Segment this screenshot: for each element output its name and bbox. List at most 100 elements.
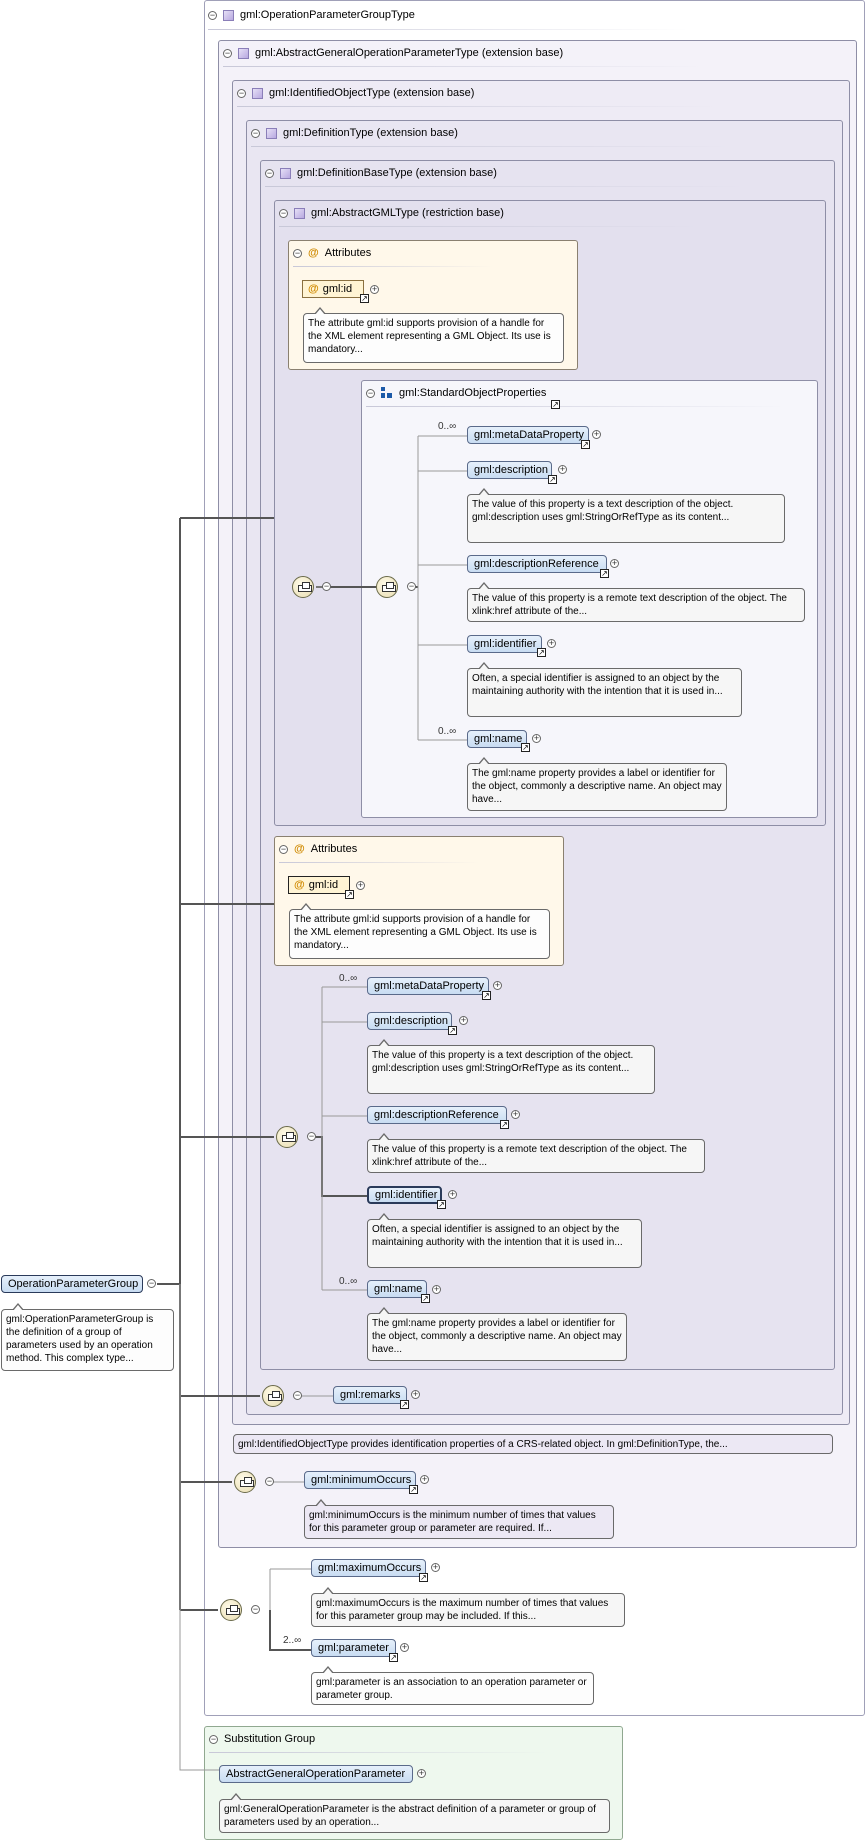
description-doc: The value of this property is a text des… [367, 1039, 655, 1094]
substitution-group-header: − Substitution Group [209, 1731, 549, 1753]
collapse-icon[interactable]: − [208, 9, 217, 20]
group-icon [381, 387, 393, 399]
element-parameter[interactable]: gml:parameter [311, 1639, 396, 1657]
reference-arrow-icon[interactable]: ↗ [581, 440, 590, 449]
collapse-icon[interactable]: − [279, 843, 288, 854]
maximum-occurs-doc: gml:maximumOccurs is the maximum number … [311, 1587, 625, 1627]
reference-arrow-icon[interactable]: ↗ [500, 1120, 509, 1129]
expand-icon[interactable]: + [511, 1109, 520, 1119]
reference-arrow-icon[interactable]: ↗ [537, 648, 546, 657]
reference-arrow-icon[interactable]: ↗ [600, 569, 609, 578]
reference-arrow-icon[interactable]: ↗ [482, 991, 491, 1000]
type-label: gml:IdentifiedObjectType (extension base… [269, 87, 475, 99]
element-remarks[interactable]: gml:remarks [333, 1386, 407, 1404]
collapse-icon[interactable]: − [147, 1278, 156, 1288]
type-label: gml:DefinitionType (extension base) [283, 127, 458, 139]
attributes-header: − @ Attributes [293, 245, 493, 267]
expand-icon[interactable]: + [356, 880, 365, 890]
root-element-operation-parameter-group[interactable]: OperationParameterGroup [1, 1275, 143, 1293]
collapse-icon[interactable]: − [322, 581, 331, 591]
collapse-icon[interactable]: − [265, 167, 274, 178]
operation-parameter-group-type-header: − gml:OperationParameterGroupType [208, 7, 688, 30]
expand-icon[interactable]: + [417, 1768, 426, 1778]
attribute-icon: @ [294, 843, 305, 855]
reference-arrow-icon[interactable]: ↗ [419, 1573, 428, 1582]
sequence-icon [376, 576, 398, 598]
collapse-icon[interactable]: − [251, 1604, 260, 1614]
cardinality-label: 0..∞ [339, 1276, 358, 1287]
definition-type-header: − gml:DefinitionType (extension base) [251, 125, 731, 147]
collapse-icon[interactable]: − [307, 1131, 316, 1141]
element-minimum-occurs[interactable]: gml:minimumOccurs [304, 1471, 416, 1489]
collapse-icon[interactable]: − [366, 387, 375, 398]
collapse-icon[interactable]: − [293, 1390, 302, 1400]
cardinality-label: 2..∞ [283, 1635, 302, 1646]
element-maximum-occurs[interactable]: gml:maximumOccurs [311, 1559, 426, 1577]
sequence-icon [234, 1471, 256, 1493]
reference-arrow-icon[interactable]: ↗ [548, 475, 557, 484]
reference-arrow-icon[interactable]: ↗ [400, 1400, 409, 1409]
expand-icon[interactable]: + [432, 1284, 441, 1294]
expand-icon[interactable]: + [610, 558, 619, 568]
abstract-general-operation-parameter-type-header: − gml:AbstractGeneralOperationParameterT… [223, 45, 703, 67]
attributes-header: − @ Attributes [279, 841, 479, 863]
expand-icon[interactable]: + [493, 980, 502, 990]
element-description-reference[interactable]: gml:descriptionReference [367, 1106, 507, 1124]
gml-id-attribute[interactable]: @ gml:id [288, 876, 350, 894]
reference-arrow-icon[interactable]: ↗ [360, 294, 369, 303]
element-meta-data-property[interactable]: gml:metaDataProperty [467, 426, 589, 444]
collapse-icon[interactable]: − [265, 1476, 274, 1486]
type-label: gml:DefinitionBaseType (extension base) [297, 167, 497, 179]
type-label: gml:AbstractGMLType (restriction base) [311, 207, 504, 219]
element-abstract-general-operation-parameter[interactable]: AbstractGeneralOperationParameter [219, 1765, 413, 1783]
expand-icon[interactable]: + [420, 1474, 429, 1484]
reference-arrow-icon[interactable]: ↗ [409, 1485, 418, 1494]
expand-icon[interactable]: + [459, 1015, 468, 1025]
gml-id-doc: The attribute gml:id supports provision … [289, 903, 550, 959]
expand-icon[interactable]: + [411, 1389, 420, 1399]
cardinality-label: 0..∞ [438, 421, 457, 432]
sequence-icon [276, 1126, 298, 1148]
attribute-icon: @ [308, 247, 319, 259]
collapse-icon[interactable]: − [209, 1733, 218, 1744]
identified-object-type-header: − gml:IdentifiedObjectType (extension ba… [237, 85, 717, 107]
type-label: gml:OperationParameterGroupType [240, 9, 415, 21]
reference-arrow-icon[interactable]: ↗ [389, 1653, 398, 1662]
reference-arrow-icon[interactable]: ↗ [345, 890, 354, 899]
gml-id-doc: The attribute gml:id supports provision … [303, 307, 564, 363]
reference-arrow-icon[interactable]: ↗ [448, 1026, 457, 1035]
element-description[interactable]: gml:description [467, 461, 552, 479]
complex-type-icon [223, 9, 234, 21]
element-identifier[interactable]: gml:identifier [467, 635, 542, 653]
expand-icon[interactable]: + [558, 464, 567, 474]
collapse-icon[interactable]: − [293, 247, 302, 258]
expand-icon[interactable]: + [370, 284, 379, 294]
element-name[interactable]: gml:name [367, 1280, 427, 1298]
collapse-icon[interactable]: − [223, 47, 232, 58]
gml-id-attribute[interactable]: @ gml:id [302, 280, 364, 298]
reference-arrow-icon[interactable]: ↗ [551, 400, 560, 409]
element-description-reference[interactable]: gml:descriptionReference [467, 555, 607, 573]
expand-icon[interactable]: + [532, 733, 541, 743]
reference-arrow-icon[interactable]: ↗ [421, 1294, 430, 1303]
attributes-label: Attributes [310, 843, 358, 855]
collapse-icon[interactable]: − [279, 207, 288, 218]
expand-icon[interactable]: + [431, 1562, 440, 1572]
complex-type-icon [252, 87, 263, 99]
element-meta-data-property[interactable]: gml:metaDataProperty [367, 977, 489, 995]
reference-arrow-icon[interactable]: ↗ [521, 743, 530, 752]
reference-arrow-icon[interactable]: ↗ [437, 1200, 446, 1209]
expand-icon[interactable]: + [592, 429, 601, 439]
collapse-icon[interactable]: − [251, 127, 260, 138]
expand-icon[interactable]: + [448, 1189, 457, 1199]
element-identifier[interactable]: gml:identifier [367, 1186, 442, 1204]
element-name[interactable]: gml:name [467, 730, 527, 748]
collapse-icon[interactable]: − [237, 87, 246, 98]
sequence-icon [262, 1385, 284, 1407]
expand-icon[interactable]: + [547, 638, 556, 648]
element-description[interactable]: gml:description [367, 1012, 452, 1030]
name-doc: The gml:name property provides a label o… [367, 1307, 627, 1361]
group-label: gml:StandardObjectProperties [399, 387, 547, 399]
expand-icon[interactable]: + [400, 1642, 409, 1652]
collapse-icon[interactable]: − [407, 581, 416, 591]
